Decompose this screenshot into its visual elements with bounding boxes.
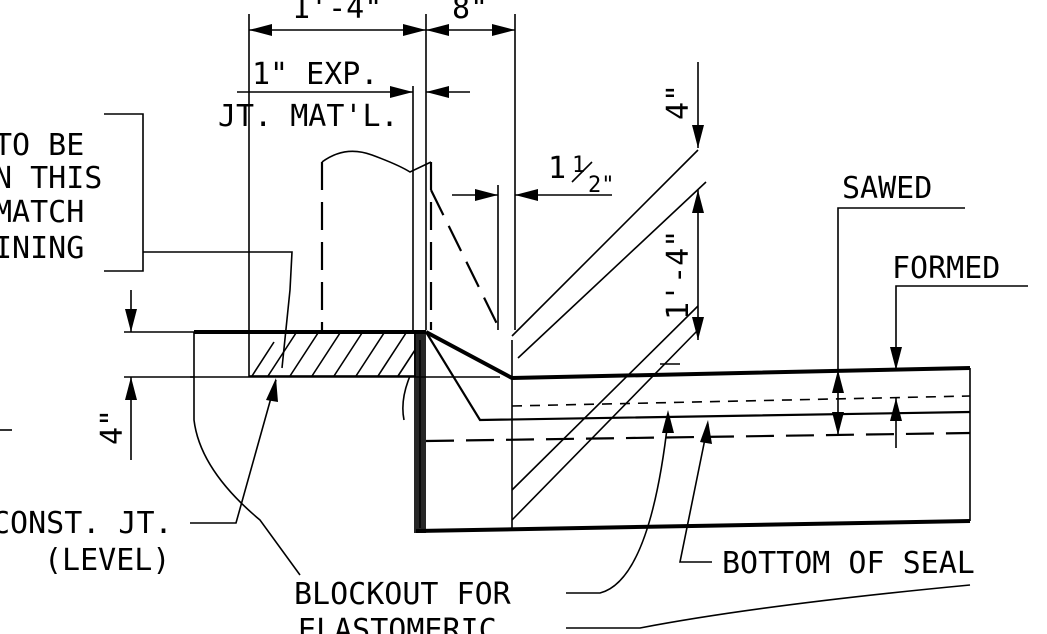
blockout-hatch xyxy=(248,332,416,377)
label-bottom-of-seal: BOTTOM OF SEAL xyxy=(722,546,975,581)
label-const-jt: CONST. JT. xyxy=(0,506,173,541)
label-sawed: SAWED xyxy=(842,171,932,206)
left-note-line-3: MATCH xyxy=(0,195,84,230)
exp-joint-label-2: JT. MAT'L. xyxy=(218,99,399,134)
dim-width-8in: 8" xyxy=(452,0,488,26)
dim-depth-1ft4in: 1'-4" xyxy=(661,230,696,320)
left-note-bracket xyxy=(104,113,293,369)
left-note-line-2: N THIS xyxy=(0,161,102,196)
expansion-joint-material xyxy=(402,333,426,533)
dim-depth-4in-left: 4" xyxy=(95,409,130,445)
label-blockout: BLOCKOUT FOR xyxy=(294,577,512,612)
formed-leader xyxy=(890,285,1028,448)
const-jt-leader xyxy=(190,378,278,524)
bottom-of-seal-leader xyxy=(679,420,712,563)
right-vertical-dim xyxy=(692,62,704,340)
top-dimension-lines xyxy=(248,14,516,330)
label-const-jt-level: (LEVEL) xyxy=(44,543,170,578)
right-slab xyxy=(415,330,971,533)
break-lines xyxy=(511,149,707,521)
sawed-leader xyxy=(832,207,965,435)
label-elastomeric: ELASTOMERIC xyxy=(298,613,497,634)
left-slab-outline xyxy=(190,330,500,576)
dim-1-5in-whole: 1 xyxy=(548,151,566,186)
left-note-line-1: TO BE xyxy=(0,128,84,163)
dim-width-1ft4in: 1'-4" xyxy=(292,0,382,26)
label-formed: FORMED xyxy=(892,251,1000,286)
exp-joint-leader xyxy=(237,86,470,330)
dim-1-5in-denominator: 2" xyxy=(588,173,615,198)
dim-depth-4in-top: 4" xyxy=(661,84,696,120)
blockout-leader xyxy=(566,410,971,629)
dim-1-5in-arrows xyxy=(452,185,612,330)
exp-joint-label-1: 1" EXP. xyxy=(252,57,378,92)
left-note-line-4: INING xyxy=(0,231,84,266)
left-vertical-dim xyxy=(0,290,194,460)
